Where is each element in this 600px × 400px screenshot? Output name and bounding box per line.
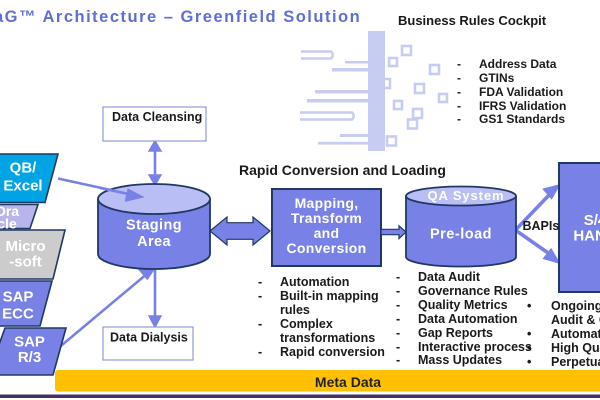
svg-text:Excel: Excel xyxy=(3,178,42,195)
svg-text:Area: Area xyxy=(137,234,171,250)
svg-text:Data Cleansing: Data Cleansing xyxy=(112,110,202,124)
svg-text:Pre-load: Pre-load xyxy=(430,227,492,243)
svg-text:Mapping,: Mapping, xyxy=(295,195,359,211)
svg-text:SAP: SAP xyxy=(3,289,34,306)
svg-text:SAP: SAP xyxy=(14,334,45,351)
svg-text:Staging: Staging xyxy=(126,218,182,234)
svg-text:Data Dialysis: Data Dialysis xyxy=(110,331,188,345)
svg-text:QB/: QB/ xyxy=(10,160,38,177)
svg-text:and: and xyxy=(314,225,340,241)
svg-text:HANA: HANA xyxy=(573,228,600,245)
svg-text:R/3: R/3 xyxy=(18,349,41,366)
svg-text:-soft: -soft xyxy=(9,254,42,271)
svg-text:cle: cle xyxy=(0,216,17,232)
svg-text:ECC: ECC xyxy=(2,306,34,323)
svg-text:Transform: Transform xyxy=(291,210,362,226)
svg-text:Micro: Micro xyxy=(5,238,45,255)
svg-text:Conversion: Conversion xyxy=(286,240,366,256)
svg-text:QA System: QA System xyxy=(428,188,505,203)
svg-text:S/4: S/4 xyxy=(584,212,600,229)
svg-text:Meta Data: Meta Data xyxy=(315,374,381,390)
svg-text:Ora: Ora xyxy=(0,203,19,219)
